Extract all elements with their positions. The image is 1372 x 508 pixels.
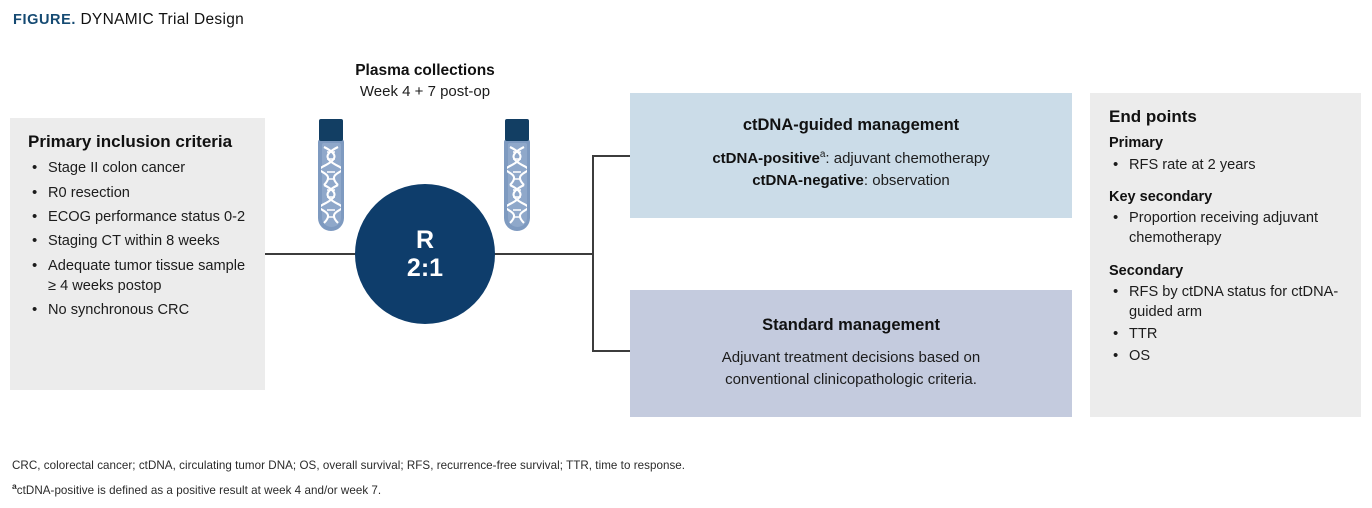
arm-detail-negative: ctDNA-negative: observation [630,170,1072,192]
dna-helix-icon [507,146,527,224]
connector-line-out [490,253,594,255]
list-item: RFS by ctDNA status for ctDNA-guided arm [1109,282,1347,323]
arm-detail-positive: ctDNA-positivea: adjuvant chemotherapy [630,148,1072,170]
randomization-label: R [415,225,435,254]
inclusion-criteria-panel: Primary inclusion criteria Stage II colo… [10,118,265,390]
test-tube-dna-icon [504,119,530,231]
plasma-heading: Plasma collections [355,62,495,79]
footnote-marker: a [819,149,826,161]
ctdna-positive-label: ctDNA-positive [712,150,820,168]
list-item: Adequate tumor tissue sample ≥ 4 weeks p… [28,256,249,297]
arm-standard-management: Standard management Adjuvant treatment d… [630,290,1072,417]
connector-line-top-arm [592,155,632,157]
footnote-note: actDNA-positive is defined as a positive… [12,481,382,497]
plasma-subheading: Week 4 + 7 post-op [359,82,491,100]
endpoints-list-key-secondary: Proportion receiving adjuvant chemothera… [1109,208,1347,249]
arm-title: Standard management [762,316,940,334]
endpoints-group-label-key-secondary: Key secondary [1109,189,1213,206]
endpoints-list-primary: RFS rate at 2 years [1109,155,1347,176]
list-item: TTR [1109,324,1347,345]
footnote-note-text: ctDNA-positive is defined as a positive … [16,484,382,497]
endpoints-group-label-secondary: Secondary [1109,263,1184,280]
figure-title: FIGURE. DYNAMIC Trial Design [13,11,244,29]
list-item: Proportion receiving adjuvant chemothera… [1109,208,1347,249]
test-tube-dna-icon [318,119,344,231]
ctdna-negative-text: : observation [863,172,950,190]
endpoints-group-label-primary: Primary [1109,135,1164,152]
endpoints-heading: End points [1109,107,1197,126]
list-item: Staging CT within 8 weeks [28,231,249,252]
randomization-ratio: 2:1 [406,254,444,282]
list-item: R0 resection [28,183,249,204]
ctdna-positive-text: : adjuvant chemotherapy [825,150,990,168]
tube-cap [319,119,343,141]
list-item: RFS rate at 2 years [1109,155,1347,176]
connector-line-in [265,253,360,255]
figure-label: FIGURE. [13,12,77,28]
endpoints-panel: End points Primary RFS rate at 2 years K… [1090,93,1361,417]
randomization-circle: R 2:1 [355,184,495,324]
ctdna-negative-label: ctDNA-negative [752,172,864,190]
arm-title: ctDNA-guided management [742,116,960,134]
footnote-marker: a [12,481,17,492]
list-item: ECOG performance status 0-2 [28,207,249,228]
inclusion-heading: Primary inclusion criteria [28,132,233,151]
connector-line-split [592,155,594,352]
page-title: DYNAMIC Trial Design [80,11,245,28]
list-item: Stage II colon cancer [28,158,249,179]
list-item: OS [1109,346,1347,367]
tube-cap [505,119,529,141]
dna-helix-icon [321,146,341,224]
endpoints-list-secondary: RFS by ctDNA status for ctDNA-guided arm… [1109,282,1347,367]
arm-ctdna-guided: ctDNA-guided management ctDNA-positivea:… [630,93,1072,218]
footnote-abbreviations: CRC, colorectal cancer; ctDNA, circulati… [12,459,686,472]
list-item: No synchronous CRC [28,300,249,321]
inclusion-list: Stage II colon cancer R0 resection ECOG … [28,158,249,321]
plasma-collections-header: Plasma collections Week 4 + 7 post-op [300,61,550,102]
connector-line-bottom-arm [592,350,632,352]
arm-detail-body: Adjuvant treatment decisions based on co… [721,349,981,389]
